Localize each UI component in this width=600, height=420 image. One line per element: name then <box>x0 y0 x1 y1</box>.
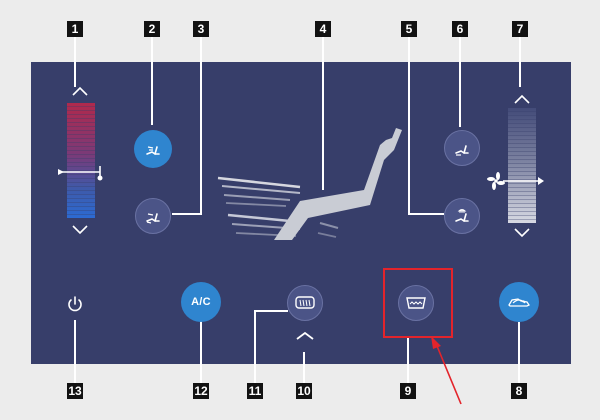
vent-feet-button[interactable] <box>444 130 480 166</box>
front-defrost-icon <box>406 297 426 309</box>
recirculation-icon <box>508 298 530 307</box>
fan-down-icon <box>514 228 530 238</box>
leader-line-13 <box>74 320 76 383</box>
thermometer-icon <box>58 166 103 181</box>
callout-12: 12 <box>193 383 209 399</box>
power-button[interactable] <box>62 291 88 317</box>
callout-3: 3 <box>193 21 209 37</box>
callout-10: 10 <box>296 383 312 399</box>
callout-4: 4 <box>315 21 331 37</box>
vent-face-feet-icon <box>146 213 160 224</box>
rear-defrost-icon <box>295 296 315 309</box>
callout-5: 5 <box>401 21 417 37</box>
vent-feet-icon <box>455 145 469 156</box>
pointer-arrow <box>431 336 462 405</box>
leader-line-6 <box>459 37 461 127</box>
leader-line-8 <box>518 322 520 383</box>
vent-feet-defrost-icon <box>455 208 469 222</box>
leader-line-11b <box>254 310 288 312</box>
front-defrost-highlight <box>383 268 453 338</box>
temperature-slider[interactable] <box>67 103 95 218</box>
ac-label: A/C <box>191 296 211 308</box>
chevron-up-icon <box>296 331 314 340</box>
ac-button[interactable]: A/C <box>181 282 221 322</box>
airflow-graphic <box>217 128 402 240</box>
leader-line-12 <box>200 320 202 383</box>
callout-9: 9 <box>400 383 416 399</box>
leader-line-9 <box>407 338 409 383</box>
front-defrost-button[interactable] <box>398 285 434 321</box>
leader-line-3a <box>200 37 202 215</box>
callout-11: 11 <box>247 383 263 399</box>
vent-feet-defrost-button[interactable] <box>444 198 480 234</box>
callout-7: 7 <box>512 21 528 37</box>
callout-8: 8 <box>511 383 527 399</box>
leader-line-2 <box>151 37 153 125</box>
leader-line-5b <box>408 213 444 215</box>
vent-face-button[interactable] <box>134 130 172 168</box>
callout-13: 13 <box>67 383 83 399</box>
temperature-up-icon <box>72 86 88 96</box>
power-icon <box>68 296 82 312</box>
callout-6: 6 <box>452 21 468 37</box>
leader-line-1 <box>74 37 76 87</box>
recirculation-button[interactable] <box>499 282 539 322</box>
callout-1: 1 <box>67 21 83 37</box>
fan-icon <box>487 172 544 190</box>
leader-line-10 <box>303 352 305 383</box>
leader-line-4 <box>322 37 324 190</box>
rear-defrost-button[interactable] <box>287 285 323 321</box>
fan-up-icon <box>514 94 530 104</box>
fan-speed-slider[interactable] <box>508 108 536 223</box>
leader-line-7 <box>519 37 521 87</box>
callout-2: 2 <box>144 21 160 37</box>
leader-line-3b <box>172 213 202 215</box>
leader-line-5a <box>408 37 410 215</box>
leader-line-11a <box>254 310 256 383</box>
vent-face-feet-button[interactable] <box>135 198 171 234</box>
temperature-down-icon <box>72 225 88 235</box>
vent-face-icon <box>146 146 160 155</box>
